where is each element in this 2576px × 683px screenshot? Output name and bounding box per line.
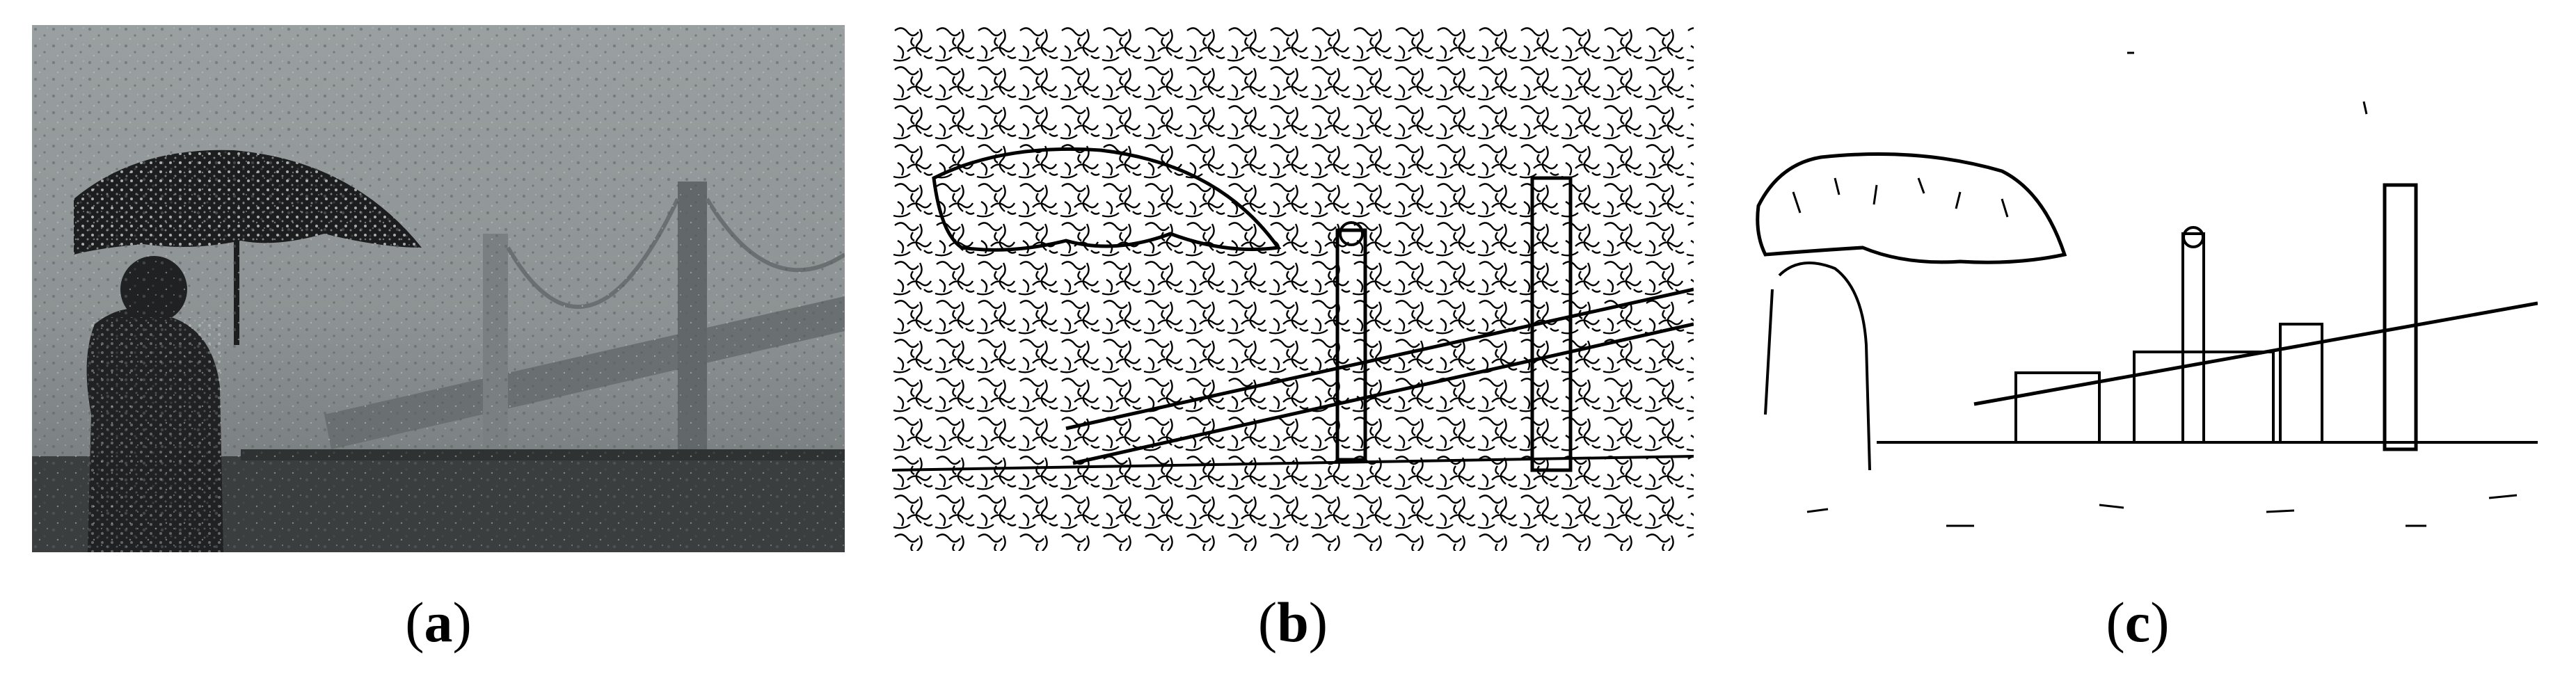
caption-label-b: b (1277, 590, 1309, 654)
caption-panel-b: (b) (1188, 591, 1397, 654)
caption-close-paren: ) (2150, 590, 2170, 654)
edge-map-clean (1738, 25, 2538, 551)
edge-map-dense (892, 25, 1694, 551)
photo-rainy-umbrella-bridge (32, 25, 845, 552)
caption-label-a: a (424, 590, 453, 654)
caption-label-c: c (2124, 590, 2151, 654)
caption-close-paren: ) (1308, 590, 1328, 654)
caption-open-paren: ( (405, 590, 424, 654)
caption-panel-c: (c) (2033, 591, 2242, 654)
caption-close-paren: ) (452, 590, 472, 654)
caption-open-paren: ( (2106, 590, 2125, 654)
caption-open-paren: ( (1257, 590, 1278, 654)
caption-panel-a: (a) (334, 591, 543, 654)
